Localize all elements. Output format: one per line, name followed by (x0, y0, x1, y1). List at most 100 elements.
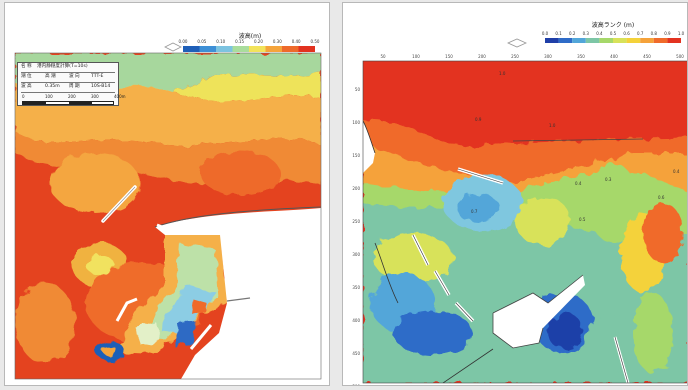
scale-bar-label: 400m (114, 94, 126, 99)
scale-bar-label: 0 (22, 94, 25, 99)
right-wave-rank-map-panel: 波高ランク (m) 0.0 0.1 0.2 0.3 0.4 0.5 0.6 0.7 0.8 0.9… (342, 2, 688, 386)
left-legend-tick: 0.30 (273, 39, 282, 44)
left-wave-height-map: 波高(m) 0.00 0.05 0.10 0.15 0.20 0.30 0.40 0.50 (14, 32, 322, 380)
right-legend-bar (545, 38, 681, 43)
left-legend-tick: 0.50 (311, 39, 320, 44)
right-legend-title: 波高ランク (m) (592, 21, 634, 29)
right-legend-swatch (613, 38, 627, 43)
info-direction-label: 波 向 (69, 74, 80, 79)
right-legend-swatch (626, 38, 641, 43)
y-axis-tick: 100 (352, 120, 360, 125)
info-name-label: 名 称 (21, 64, 32, 69)
left-legend-swatch (232, 46, 249, 52)
wave-rank-label: 0.7 (471, 209, 478, 214)
calculation-info-box: 名 称 港内静穏度計算(T=10s) 潮 位 高 潮 波 向 TTT-E 波 高… (17, 62, 126, 106)
right-legend-tick: 0.0 (542, 31, 549, 36)
right-legend-tick: 0.8 (651, 31, 658, 36)
right-legend-tick: 1.0 (678, 31, 685, 36)
info-name-value: 港内静穏度計算(T=10s) (37, 64, 88, 69)
right-legend-swatch (640, 38, 654, 43)
left-legend-swatch (183, 46, 200, 52)
right-legend-swatch (585, 38, 600, 43)
x-axis-tick: 100 (412, 54, 420, 59)
wave-rank-label: 0.3 (605, 177, 612, 182)
x-axis-tick: 200 (478, 54, 486, 59)
right-legend-swatch (545, 38, 559, 43)
scale-bar-label: 100 (45, 94, 53, 99)
right-legend-tick: 0.1 (555, 31, 562, 36)
y-axis-tick: 450 (352, 351, 360, 356)
wave-rank-label: 0.4 (673, 169, 680, 174)
info-height-value: 0.35m (45, 84, 60, 89)
right-legend-swatch (572, 38, 586, 43)
wave-rank-label: 1.0 (549, 123, 556, 128)
right-legend-swatch (653, 38, 668, 43)
wave-rank-label: 0.9 (475, 117, 482, 122)
left-legend-swatch (265, 46, 282, 52)
scale-bar: 0 100 200 300 400m (22, 94, 126, 105)
info-height-label: 波 高 (21, 84, 32, 89)
info-tide-value: 高 潮 (45, 74, 56, 79)
info-period-label: 周 期 (69, 84, 80, 89)
x-axis-tick: 500 (676, 54, 684, 59)
wave-rank-label: 0.5 (579, 217, 586, 222)
north-arrow-icon (507, 38, 527, 48)
left-legend-ticks: 0.00 0.05 0.10 0.15 0.20 0.30 0.40 0.50 (179, 39, 320, 44)
x-axis-tick: 50 (380, 54, 386, 59)
left-legend-swatch (298, 46, 315, 52)
right-legend-tick: 0.6 (623, 31, 630, 36)
right-legend-tick: 0.3 (583, 31, 590, 36)
x-axis-tick: 450 (643, 54, 651, 59)
wave-rank-label: 0.6 (658, 195, 665, 200)
left-legend-tick: 0.05 (197, 39, 206, 44)
left-legend-tick: 0.15 (235, 39, 244, 44)
right-legend-tick: 0.7 (637, 31, 644, 36)
left-legend-tick: 0.20 (254, 39, 263, 44)
info-row-tide: 潮 位 高 潮 波 向 TTT-E (21, 73, 115, 83)
y-axis-tick: 200 (352, 186, 360, 191)
y-axis-tick: 500 (352, 384, 360, 386)
x-axis-tick: 250 (511, 54, 519, 59)
right-legend-tick: 0.4 (596, 31, 603, 36)
left-legend-swatch (249, 46, 266, 52)
right-legend-tick: 0.2 (569, 31, 576, 36)
info-direction-value: TTT-E (91, 74, 104, 79)
wave-rank-label: 0.4 (575, 181, 582, 186)
right-wave-rank-map: 波高ランク (m) 0.0 0.1 0.2 0.3 0.4 0.5 0.6 0.7 0.8 0.9… (352, 21, 687, 386)
left-legend-tick: 0.10 (216, 39, 225, 44)
left-legend-bar (183, 46, 315, 52)
right-legend-swatch (599, 38, 613, 43)
scale-bar-labels: 0 100 200 300 400m (22, 94, 126, 100)
right-legend-swatch (558, 38, 573, 43)
left-wave-height-map-panel: 波高(m) 0.00 0.05 0.10 0.15 0.20 0.30 0.40 0.50 (4, 2, 330, 386)
info-tide-label: 潮 位 (21, 74, 32, 79)
right-legend-tick: 0.5 (610, 31, 617, 36)
left-legend-swatch (282, 46, 299, 52)
info-row-name: 名 称 港内静穏度計算(T=10s) (21, 63, 115, 73)
left-map-area (15, 53, 321, 379)
y-axis-tick: 250 (352, 219, 360, 224)
x-axis-tick: 400 (610, 54, 618, 59)
x-axis-tick: 150 (445, 54, 453, 59)
info-row-height: 波 高 0.35m 周 期 10S-B14 (21, 83, 115, 93)
right-legend-ticks: 0.0 0.1 0.2 0.3 0.4 0.5 0.6 0.7 0.8 0.9 1.0 (542, 31, 685, 36)
y-axis-tick: 300 (352, 252, 360, 257)
left-legend-tick: 0.00 (179, 39, 188, 44)
left-legend-swatch (199, 46, 216, 52)
y-axis-tick: 400 (352, 318, 360, 323)
y-axis-tick: 150 (352, 153, 360, 158)
left-legend-tick: 0.40 (292, 39, 301, 44)
left-legend-title: 波高(m) (239, 32, 262, 40)
right-legend-tick: 0.9 (664, 31, 671, 36)
wave-rank-value-labels: 1.00.91.00.40.40.70.30.50.6 (471, 71, 680, 222)
right-map-area (363, 61, 687, 383)
scale-bar-label: 300 (91, 94, 99, 99)
y-axis-tick: 350 (352, 285, 360, 290)
scale-bar-label: 200 (68, 94, 76, 99)
left-legend-swatch (216, 46, 233, 52)
north-arrow-icon (164, 42, 182, 52)
x-axis-tick: 300 (544, 54, 552, 59)
info-period-value: 10S-B14 (91, 84, 111, 89)
